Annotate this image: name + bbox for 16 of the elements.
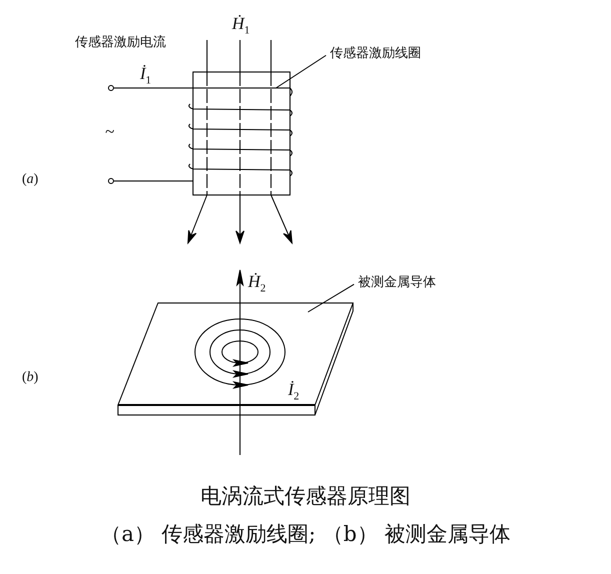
coil-drawing [188, 72, 292, 196]
leader-line [276, 54, 326, 88]
panel-label: (a) [22, 172, 38, 189]
leader-line [308, 284, 354, 312]
current-label: 传感器激励电流 [75, 35, 166, 51]
field-symbol: Ḣ$_{1}$ [232, 14, 250, 38]
metal-plate-drawing [118, 302, 354, 416]
current-symbol: İ$_{2}$ [288, 380, 300, 404]
field-symbol: Ḣ$_{2}$ [248, 272, 266, 296]
figure-caption: （a） 传感器激励线圈; （b） 被测金属导体 [99, 522, 512, 548]
callout-label: 被测金属导体 [358, 275, 436, 291]
current-symbol: İ$_{1}$ [140, 64, 152, 88]
panel-label: (b) [22, 370, 38, 387]
ac-source-symbol: ~ [105, 122, 114, 142]
diagram-title: 电涡流式传感器原理图 [200, 484, 412, 510]
callout-label: 传感器激励线圈 [330, 46, 421, 62]
